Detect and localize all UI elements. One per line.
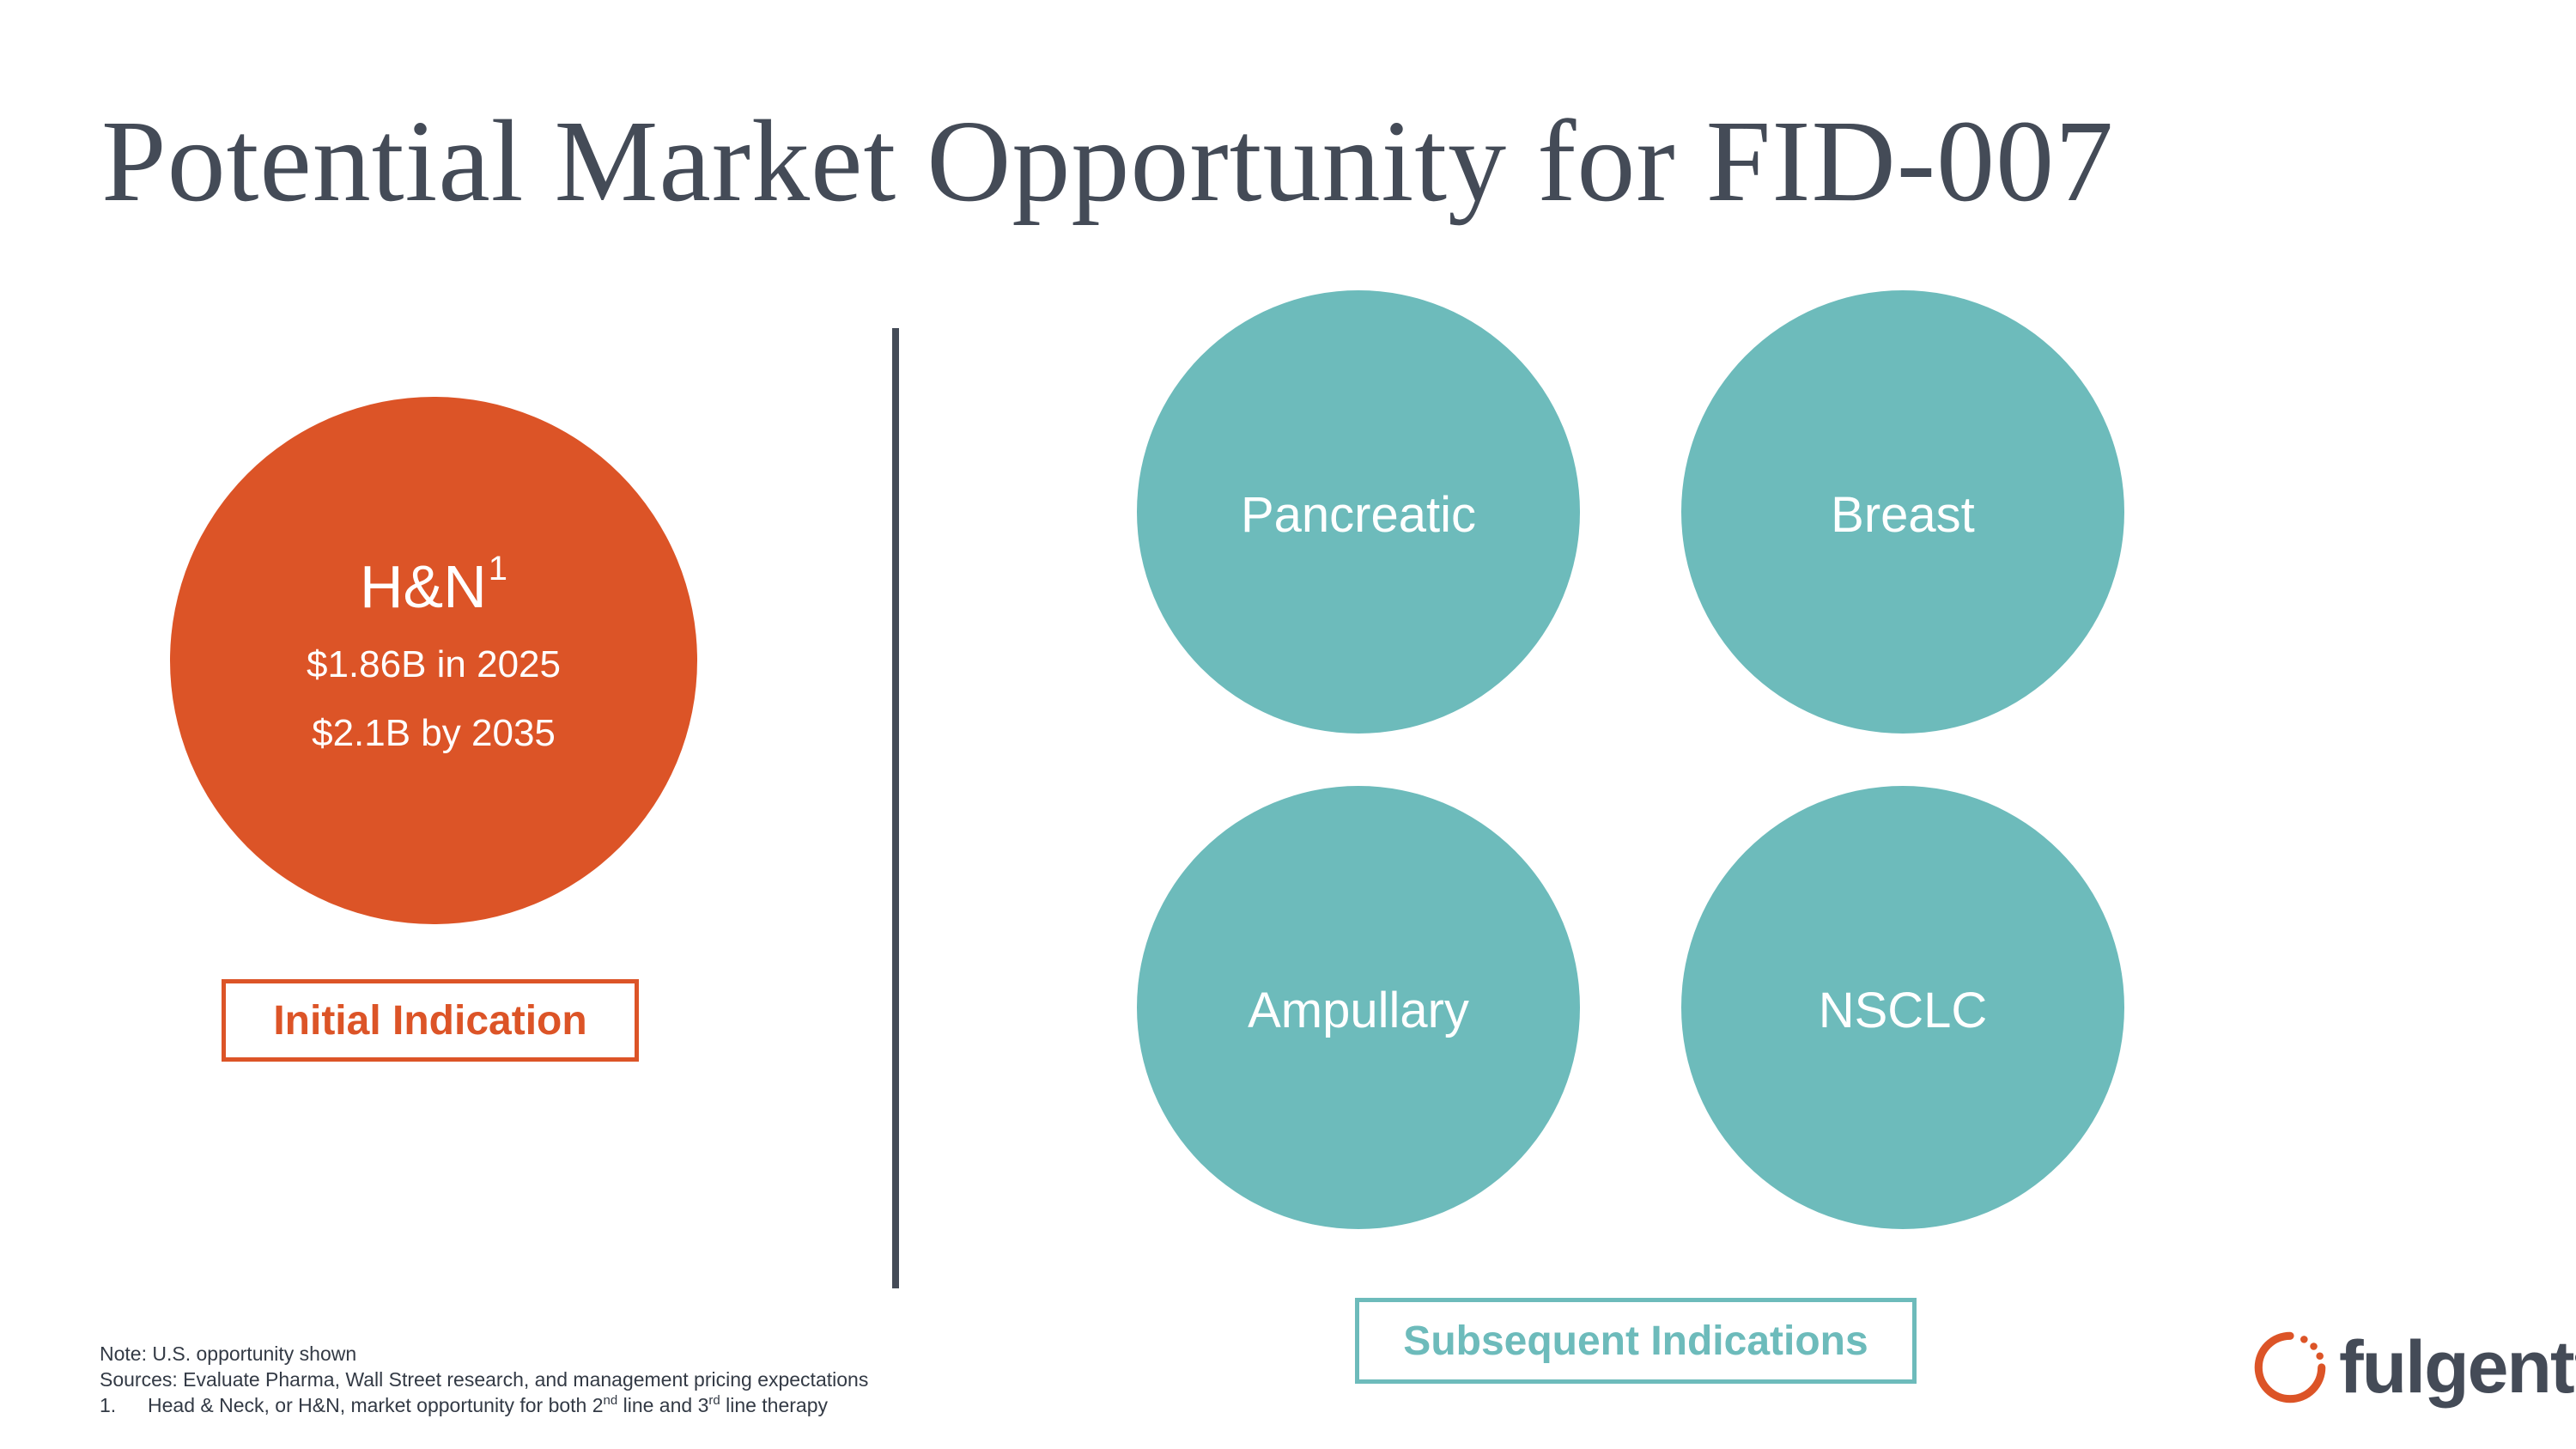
indication-label: Ampullary <box>1248 983 1469 1038</box>
footnote-1: 1. Head & Neck, or H&N, market opportunit… <box>100 1392 868 1418</box>
footnote-note: Note: U.S. opportunity shown <box>100 1342 357 1365</box>
hn-footnote-marker: 1 <box>488 550 508 588</box>
indication-circle-breast: Breast <box>1681 290 2124 734</box>
footnote-1-number: 1. <box>100 1394 117 1416</box>
hn-value-2025: $1.86B in 2025 <box>306 643 562 685</box>
subsequent-indications-label: Subsequent Indications <box>1355 1298 1917 1384</box>
footnote-1-text-c: line therapy <box>720 1394 829 1416</box>
indication-circle-nsclc: NSCLC <box>1681 786 2124 1229</box>
indication-circle-ampullary: Ampullary <box>1137 786 1580 1229</box>
vertical-divider <box>892 328 899 1288</box>
fulgent-ring-icon <box>2254 1331 2326 1403</box>
page-title: Potential Market Opportunity for FID-007 <box>101 97 2115 226</box>
initial-indication-label: Initial Indication <box>222 979 639 1062</box>
fulgent-logo: fulgent ® <box>2246 1324 2576 1411</box>
footnotes: Note: U.S. opportunity shown Sources: Ev… <box>100 1341 868 1418</box>
footnote-1-sup-b: rd <box>708 1393 720 1408</box>
hn-name: H&N <box>359 553 487 620</box>
indication-circle-pancreatic: Pancreatic <box>1137 290 1580 734</box>
footnote-sources: Sources: Evaluate Pharma, Wall Street re… <box>100 1368 869 1391</box>
footnote-1-text-a: Head & Neck, or H&N, market opportunity … <box>148 1394 604 1416</box>
hn-heading: H&N1 <box>359 550 508 621</box>
indication-label: NSCLC <box>1818 983 1988 1038</box>
registered-mark: ® <box>2575 1349 2576 1369</box>
logo-wordmark: fulgent <box>2339 1326 2575 1409</box>
indication-label: Breast <box>1831 487 1975 543</box>
hn-value-2035: $2.1B by 2035 <box>312 712 556 754</box>
indication-label: Pancreatic <box>1240 487 1477 543</box>
initial-indication-circle: H&N1 $1.86B in 2025 $2.1B by 2035 <box>170 397 697 924</box>
footnote-1-sup-a: nd <box>603 1393 618 1408</box>
footnote-1-text-b: line and 3 <box>617 1394 709 1416</box>
